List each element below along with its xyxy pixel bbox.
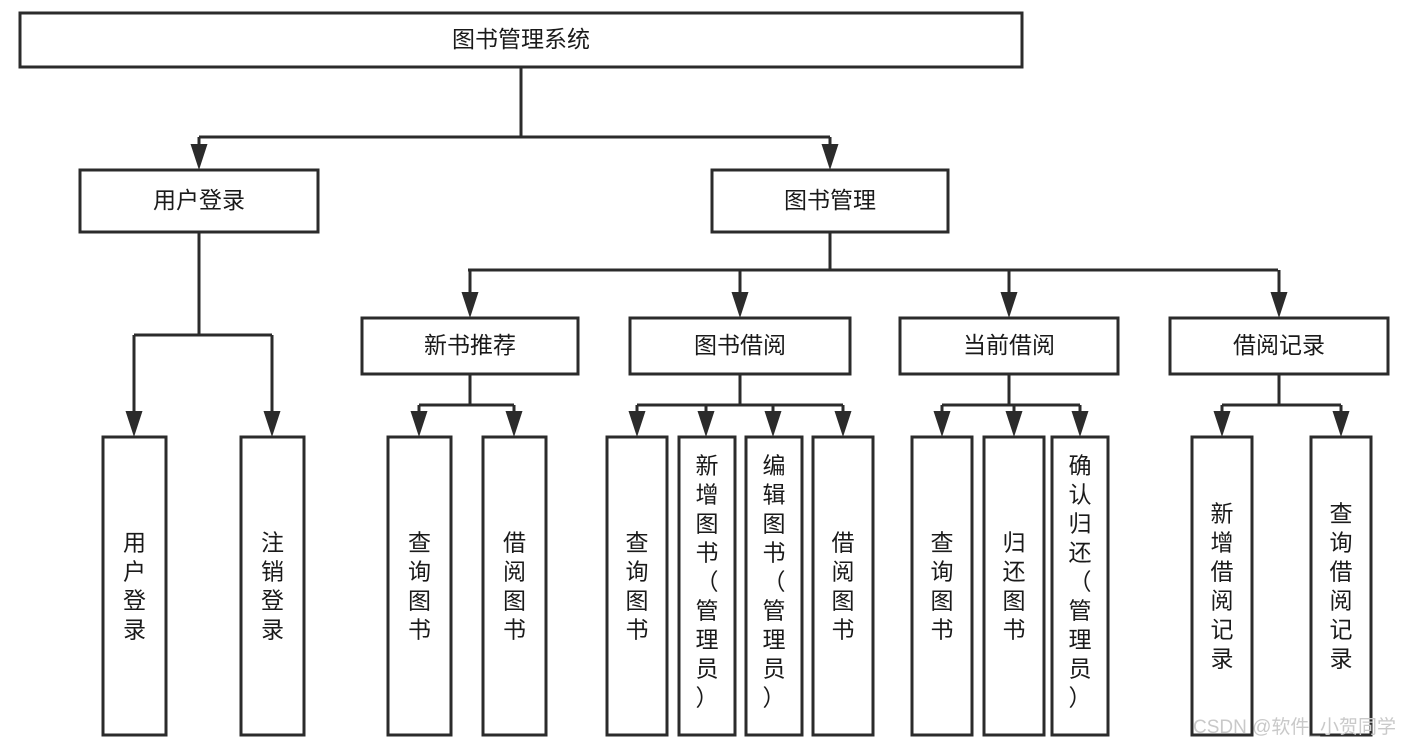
arrow-to-leaf-borrow-book-1	[505, 405, 523, 437]
node-leaf-query-book-2[interactable]: 查询图书	[605, 435, 669, 737]
node-label: 查询图书	[408, 530, 431, 643]
connector-bus-new-book	[419, 374, 514, 407]
connector-bus-borrow-record	[1222, 374, 1341, 407]
node-leaf-edit-book-admin[interactable]: 编辑图书（管理员）	[744, 435, 804, 737]
node-label: 用户登录	[153, 187, 245, 213]
node-label: 图书借阅	[694, 332, 786, 358]
node-root-system[interactable]: 图书管理系统	[18, 11, 1024, 69]
arrow-to-leaf-user-logout	[263, 335, 281, 437]
arrow-to-book-borrow	[731, 270, 749, 318]
connector-bus-layer	[134, 67, 1341, 407]
node-label: 归还图书	[1003, 530, 1026, 643]
node-label: 借阅图书	[832, 530, 855, 643]
node-leaf-add-borrow-record[interactable]: 新增借阅记录	[1190, 435, 1254, 737]
node-label: 借阅图书	[503, 530, 526, 643]
node-leaf-query-borrow-record[interactable]: 查询借阅记录	[1309, 435, 1373, 737]
node-label: 用户登录	[123, 530, 146, 643]
connector-bus-book-manage	[468, 232, 1278, 272]
connector-bus-user-login	[134, 232, 272, 337]
arrow-to-leaf-add-borrow-record	[1213, 405, 1231, 437]
node-label: 查询图书	[626, 530, 649, 643]
csdn-watermark: CSDN @软件_小贺同学	[1193, 716, 1396, 738]
node-user-login[interactable]: 用户登录	[78, 168, 320, 234]
node-leaf-borrow-book-1[interactable]: 借阅图书	[481, 435, 548, 737]
node-leaf-add-book-admin[interactable]: 新增图书（管理员）	[677, 435, 737, 737]
node-leaf-user-login[interactable]: 用户登录	[101, 435, 168, 737]
node-new-book-recommend[interactable]: 新书推荐	[360, 316, 580, 376]
connector-bus-root	[199, 67, 830, 139]
connector-arrow-layer	[125, 137, 1350, 437]
node-leaf-query-book-3[interactable]: 查询图书	[910, 435, 974, 737]
arrow-to-leaf-return-book	[1005, 405, 1023, 437]
arrow-to-leaf-edit-book-admin	[764, 405, 782, 437]
arrow-to-leaf-user-login	[125, 335, 143, 437]
node-leaf-return-book[interactable]: 归还图书	[982, 435, 1046, 737]
connector-bus-current-borrow	[942, 374, 1080, 407]
node-label: 新增图书（管理员）	[696, 453, 719, 711]
arrow-to-user-login	[190, 137, 208, 170]
arrow-to-borrow-record	[1270, 270, 1288, 318]
arrow-to-leaf-add-book-admin	[697, 405, 715, 437]
arrow-to-leaf-query-book-2	[628, 405, 646, 437]
arrow-to-new-book-recommend	[461, 270, 479, 318]
node-book-manage[interactable]: 图书管理	[710, 168, 950, 234]
node-borrow-record[interactable]: 借阅记录	[1168, 316, 1390, 376]
node-label: 注销登录	[261, 530, 284, 643]
arrow-to-leaf-borrow-book-2	[834, 405, 852, 437]
node-current-borrow[interactable]: 当前借阅	[898, 316, 1120, 376]
arrow-to-leaf-query-borrow-record	[1332, 405, 1350, 437]
arrow-to-leaf-confirm-return-admin	[1071, 405, 1089, 437]
arrow-to-book-manage	[821, 137, 839, 170]
node-leaf-borrow-book-2[interactable]: 借阅图书	[811, 435, 875, 737]
node-label: 图书管理	[784, 187, 876, 213]
arrow-to-leaf-query-book-1	[410, 405, 428, 437]
node-label: 查询图书	[931, 530, 954, 643]
node-layer: 图书管理系统用户登录图书管理新书推荐图书借阅当前借阅借阅记录用户登录注销登录查询…	[18, 11, 1390, 737]
node-leaf-query-book-1[interactable]: 查询图书	[386, 435, 453, 737]
node-label: 新增借阅记录	[1211, 501, 1234, 672]
connector-bus-book-borrow	[637, 374, 843, 407]
arrow-to-leaf-query-book-3	[933, 405, 951, 437]
node-label: 当前借阅	[963, 332, 1055, 358]
watermark-layer: CSDN @软件_小贺同学	[1193, 716, 1396, 738]
node-label: 查询借阅记录	[1330, 501, 1353, 672]
node-label: 编辑图书（管理员）	[763, 453, 786, 711]
arrow-to-current-borrow	[1000, 270, 1018, 318]
node-label: 确认归还（管理员）	[1069, 453, 1092, 711]
node-label: 新书推荐	[424, 332, 516, 358]
node-book-borrow[interactable]: 图书借阅	[628, 316, 852, 376]
node-leaf-user-logout[interactable]: 注销登录	[239, 435, 306, 737]
node-label: 借阅记录	[1233, 332, 1325, 358]
node-label: 图书管理系统	[452, 26, 590, 52]
node-leaf-confirm-return-admin[interactable]: 确认归还（管理员）	[1050, 435, 1110, 737]
